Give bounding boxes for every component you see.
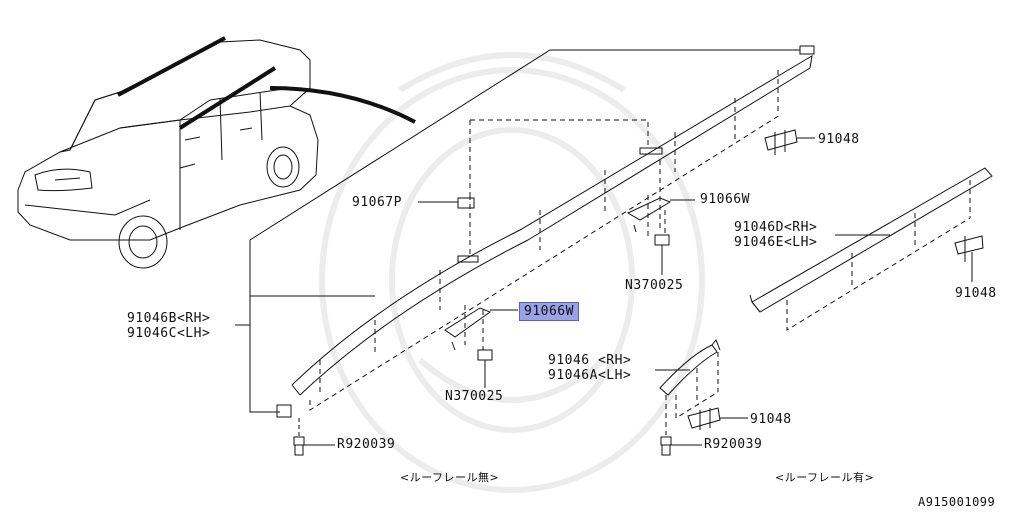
clip-91067P — [457, 197, 475, 209]
label-91046[interactable]: 91046 <RH> — [548, 353, 632, 368]
label-91048-middle[interactable]: 91048 — [955, 286, 997, 301]
bracket-91066W-upper — [626, 197, 695, 246]
clip-91048-bottom — [687, 407, 748, 430]
rail-short-dashed — [665, 352, 719, 435]
clip-91048-middle — [954, 235, 984, 282]
label-91048-bottom[interactable]: 91048 — [750, 412, 792, 427]
label-91066W-highlighted[interactable]: 91066W — [519, 302, 579, 321]
label-R920039-right[interactable]: R920039 — [704, 437, 763, 452]
rail-right-dashed — [786, 180, 971, 331]
watermark-emblem — [319, 52, 705, 493]
label-R920039-left[interactable]: R920039 — [337, 437, 396, 452]
end-cap-left — [276, 404, 292, 418]
label-91067P[interactable]: 91067P — [352, 195, 402, 210]
rail-clip-upper — [639, 147, 663, 155]
bracket-top-line — [249, 49, 800, 241]
rail-clip-lower — [457, 255, 479, 263]
caption-without-roof-rail: <ルーフレール無> — [400, 471, 500, 484]
rail-dashed-projection — [309, 70, 781, 411]
roof-rail-short — [659, 339, 721, 396]
bracket-91066W-lower — [444, 307, 518, 361]
label-N370025-lower[interactable]: N370025 — [445, 389, 504, 404]
label-91046C[interactable]: 91046C<LH> — [127, 326, 211, 341]
label-91066W-upper[interactable]: 91066W — [700, 192, 750, 207]
label-91046B[interactable]: 91046B<RH> — [127, 311, 211, 326]
car-roof-rail-left — [117, 36, 226, 97]
car-leader-arrow — [269, 86, 416, 124]
label-N370025-upper[interactable]: N370025 — [625, 278, 684, 293]
roof-molding-long — [291, 45, 815, 396]
label-91048-top[interactable]: 91048 — [818, 132, 860, 147]
caption-with-roof-rail: <ルーフレール有> — [775, 471, 875, 484]
car-roof-rail-right — [178, 66, 277, 130]
bolt-R920039-a — [293, 418, 335, 456]
car-illustration — [17, 39, 319, 269]
label-91046D[interactable]: 91046D<RH> — [734, 220, 818, 235]
label-91046A[interactable]: 91046A<LH> — [548, 368, 632, 383]
clip-91048-top — [764, 129, 815, 155]
bracket-line — [249, 240, 280, 413]
roof-rail-right-long — [749, 167, 993, 313]
label-91046E[interactable]: 91046E<LH> — [734, 235, 818, 250]
bolt-R920039-b — [660, 436, 702, 456]
diagram-id: A915001099 — [918, 495, 996, 509]
